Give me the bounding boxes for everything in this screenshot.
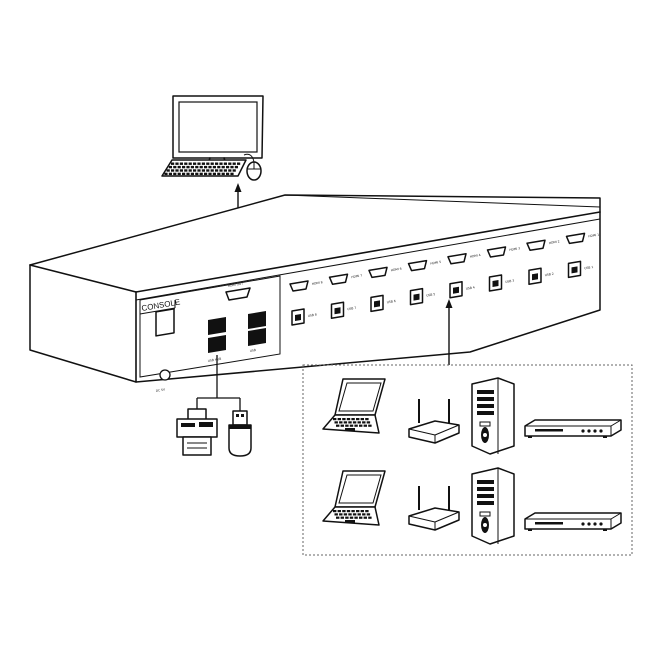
usb-input-ports: USB 8 USB 7 USB 6 USB 5 USB 4 USB 3 USB 2 USB 1: [291, 260, 594, 326]
dvd-player-icon: [524, 419, 622, 438]
usb-input-label: USB 1: [584, 265, 594, 270]
hdmi-input-port: HDMI 4: [447, 253, 481, 265]
usb-input-port: USB 7: [330, 301, 357, 319]
pc-tower-icon: [471, 377, 515, 455]
hdmi-input-label: HDMI 4: [469, 253, 481, 259]
hdmi-input-port: HDMI 7: [328, 273, 363, 285]
usb-input-port: USB 8: [291, 308, 317, 326]
hdmi-input-label: HDMI 5: [430, 260, 442, 266]
laptop-icon: [322, 470, 386, 526]
router-icon: [408, 399, 460, 444]
hdmi-input-label: HDMI 6: [390, 267, 402, 273]
hdmi-input-port: HDMI 6: [368, 267, 402, 279]
usb-label: USB: [249, 348, 256, 353]
input-devices-box: [302, 364, 633, 556]
dvd-player-icon: [524, 512, 622, 531]
monitor-icon: [172, 95, 264, 167]
pc-tower-icon: [471, 467, 515, 545]
usb-input-label: USB 4: [465, 285, 475, 290]
hdmi-input-port: HDMI 3: [486, 246, 521, 258]
hdmi-input-label: HDMI 8: [311, 280, 323, 286]
hdmi-input-port: HDMI 5: [407, 260, 442, 272]
usb-input-label: USB 3: [505, 279, 515, 284]
hdmi-input-label: HDMI 1: [588, 233, 600, 239]
usb-hub-ports: [208, 287, 226, 353]
dc-in-label: DC 5V: [155, 387, 166, 393]
usb-input-port: USB 3: [488, 274, 515, 292]
usb-input-label: USB 7: [347, 306, 357, 311]
dc-power-port: [155, 308, 175, 381]
usb-hub-connection-line: [196, 355, 241, 412]
usb-input-port: USB 6: [370, 294, 396, 313]
usb-input-port: USB 1: [567, 260, 594, 279]
hdmi-input-ports: HDMI 8 HDMI 7 HDMI 6 HDMI 5 HDMI 4 HDMI 3 HDMI…: [289, 233, 600, 292]
hdmi-input-label: HDMI 2: [548, 239, 560, 245]
hdmi-input-port: HDMI 1: [565, 233, 600, 245]
usb-input-port: USB 4: [449, 281, 475, 299]
usb-input-port: USB 2: [528, 267, 554, 285]
device-connection-line: [445, 299, 453, 365]
mouse-icon: [243, 153, 262, 181]
device-row-1: [322, 377, 622, 455]
usb-hub-label: USB HUB: [207, 357, 221, 363]
kvm-switch: [29, 194, 601, 383]
hdmi-input-port: HDMI 8: [289, 280, 323, 292]
printer-icon: [176, 408, 218, 456]
device-row-2: [322, 467, 622, 545]
usb-drive-icon: [228, 410, 252, 457]
usb-input-label: USB 8: [307, 313, 317, 318]
usb-keyboard-mouse-ports: [248, 311, 266, 346]
hdmi-input-port: HDMI 2: [526, 239, 560, 251]
laptop-icon: [322, 378, 386, 434]
hdmi-input-label: HDMI 3: [509, 246, 521, 252]
usb-input-label: USB 6: [386, 299, 396, 304]
usb-input-label: USB 5: [426, 292, 436, 297]
usb-input-label: USB 2: [544, 272, 554, 277]
hdmi-out-port: [225, 287, 251, 301]
keyboard-icon: [161, 159, 247, 177]
hdmi-out-label: HDMI OUT: [227, 281, 243, 288]
router-icon: [408, 486, 460, 531]
hdmi-input-label: HDMI 7: [351, 273, 363, 279]
usb-input-port: USB 5: [409, 287, 436, 306]
